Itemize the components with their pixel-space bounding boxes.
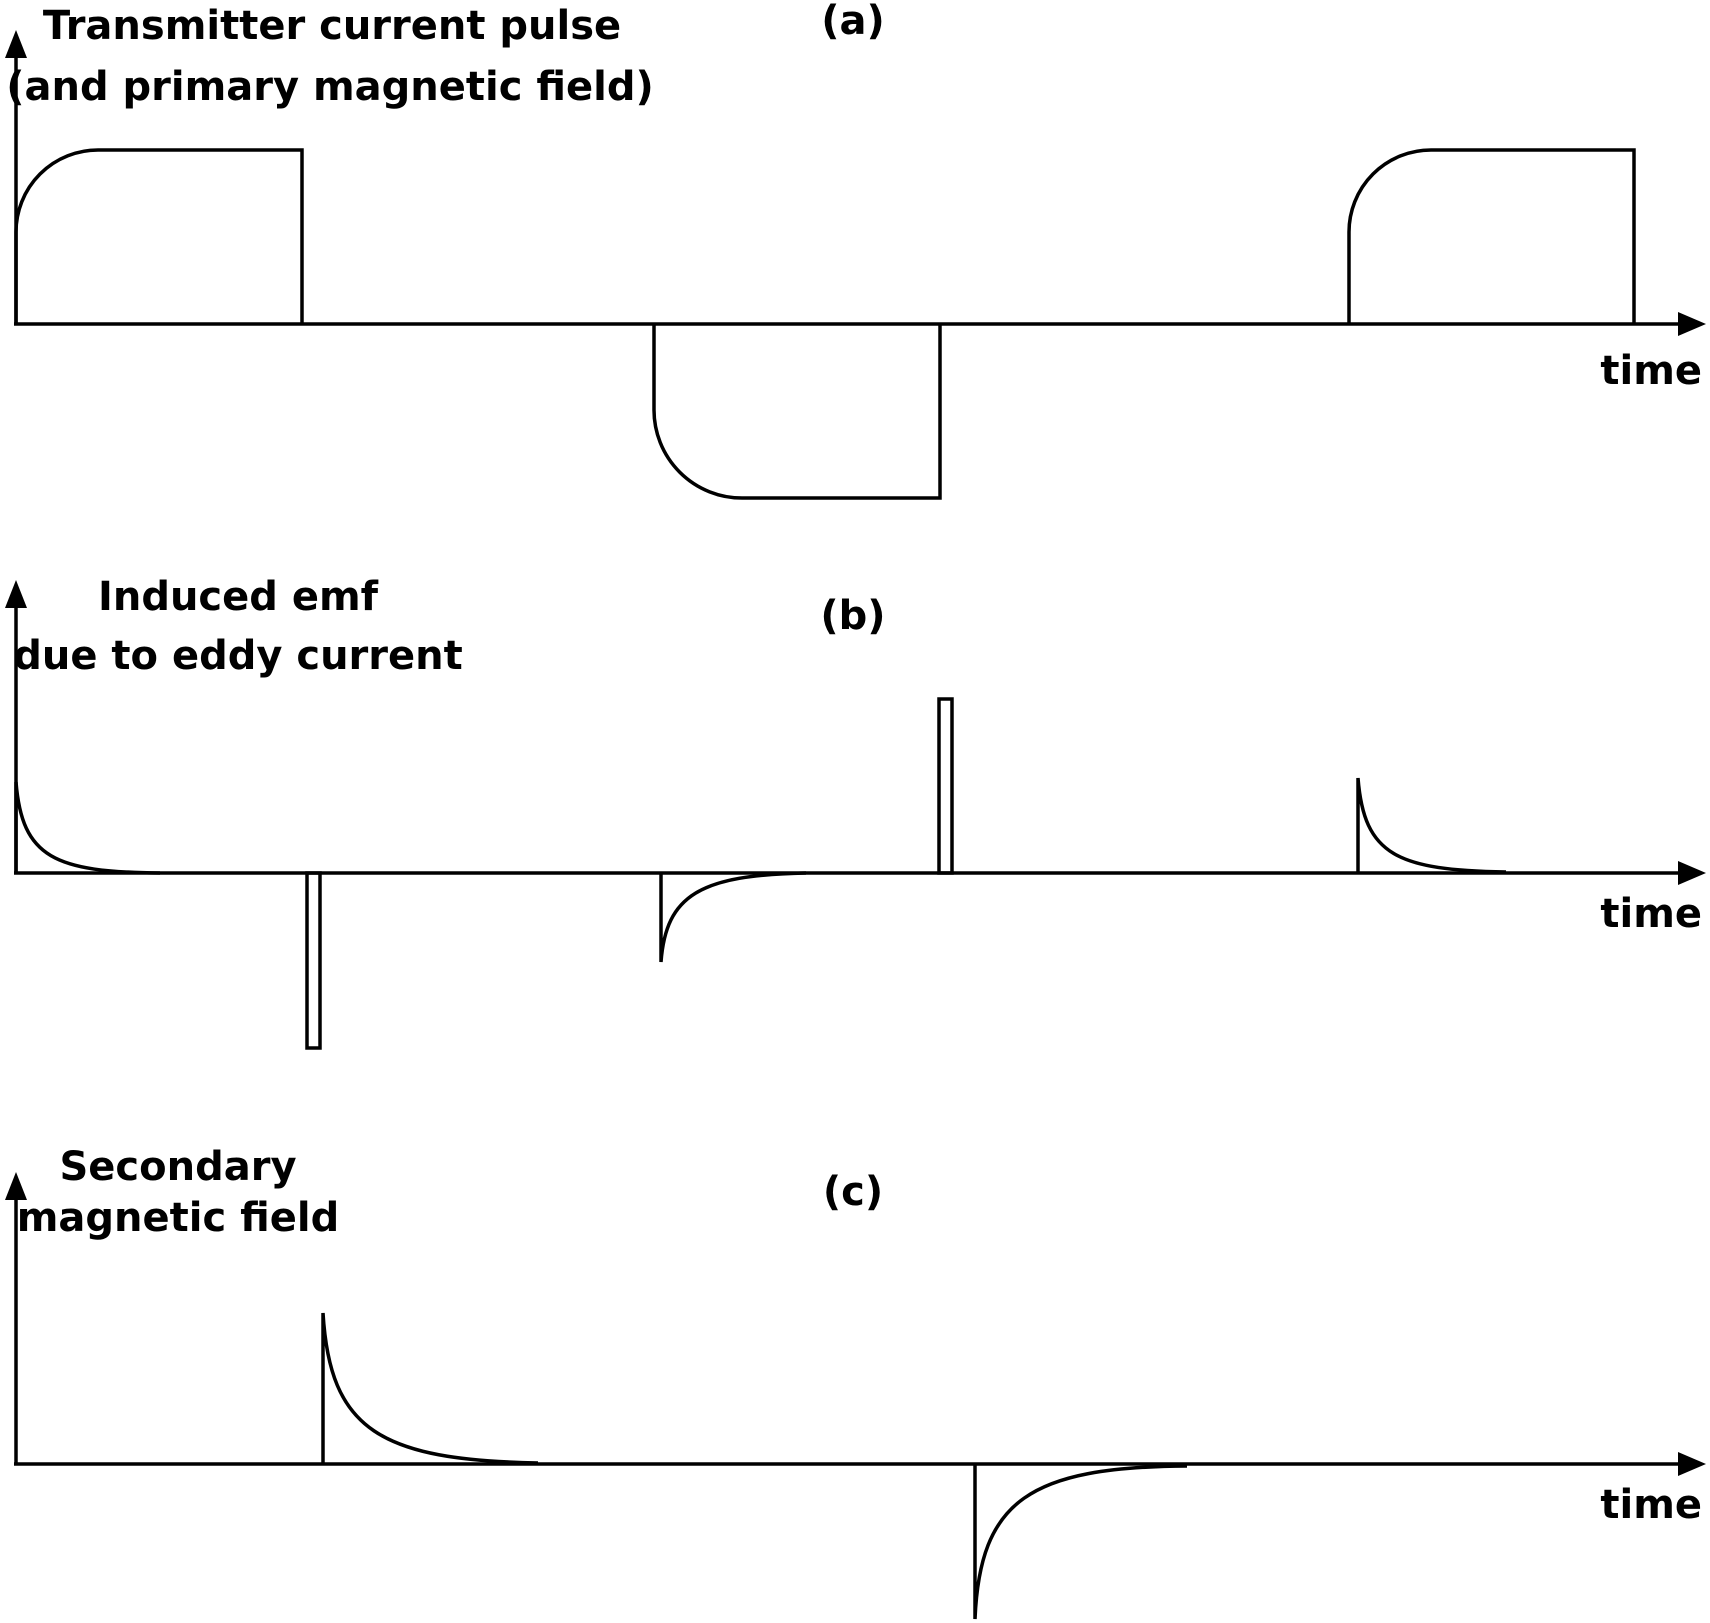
panel-a-positive-pulse-1 xyxy=(14,148,304,324)
panel-b-xlabel: time xyxy=(1600,891,1702,937)
panel-a-positive-pulse-2 xyxy=(1347,148,1636,324)
panel-c-tag: (c) xyxy=(823,1169,883,1215)
panel-a-y-axis-arrowhead xyxy=(5,30,27,58)
panel-a-negative-pulse xyxy=(652,324,942,500)
panel-a-x-axis-arrowhead xyxy=(1678,312,1706,336)
panel-b-negative-decay xyxy=(659,871,807,963)
panel-c-ylabel-line-2: magnetic field xyxy=(17,1195,340,1241)
panel-b-positive-decay-2 xyxy=(1356,777,1507,874)
panel-a: Transmitter current pulse (and primary m… xyxy=(5,0,1706,500)
panel-b: Induced emf due to eddy current (b) time xyxy=(5,574,1706,1050)
panel-a-ylabel-line-1: Transmitter current pulse xyxy=(43,3,621,49)
panel-b-y-axis-arrowhead xyxy=(5,580,27,608)
panel-c: Secondary magnetic field (c) time xyxy=(5,1144,1706,1620)
panel-b-negative-spike xyxy=(305,871,322,1050)
panel-c-negative-decay xyxy=(973,1464,1188,1620)
panel-b-x-axis-arrowhead xyxy=(1678,861,1706,885)
panel-a-tag: (a) xyxy=(821,0,885,44)
panel-b-positive-spike xyxy=(937,697,954,875)
panel-b-tag: (b) xyxy=(820,593,885,639)
panel-a-xlabel: time xyxy=(1600,348,1702,394)
panel-b-positive-decay-1 xyxy=(14,781,161,875)
panel-b-ylabel-line-2: due to eddy current xyxy=(13,633,462,679)
panel-c-ylabel-line-1: Secondary xyxy=(59,1144,296,1190)
panel-c-positive-decay xyxy=(321,1312,539,1465)
panel-c-x-axis-arrowhead xyxy=(1678,1452,1706,1476)
panel-b-ylabel-line-1: Induced emf xyxy=(98,574,379,620)
panel-c-y-axis-arrowhead xyxy=(5,1172,27,1200)
panel-a-ylabel-line-2: (and primary magnetic field) xyxy=(6,64,654,110)
panel-c-xlabel: time xyxy=(1600,1482,1702,1528)
